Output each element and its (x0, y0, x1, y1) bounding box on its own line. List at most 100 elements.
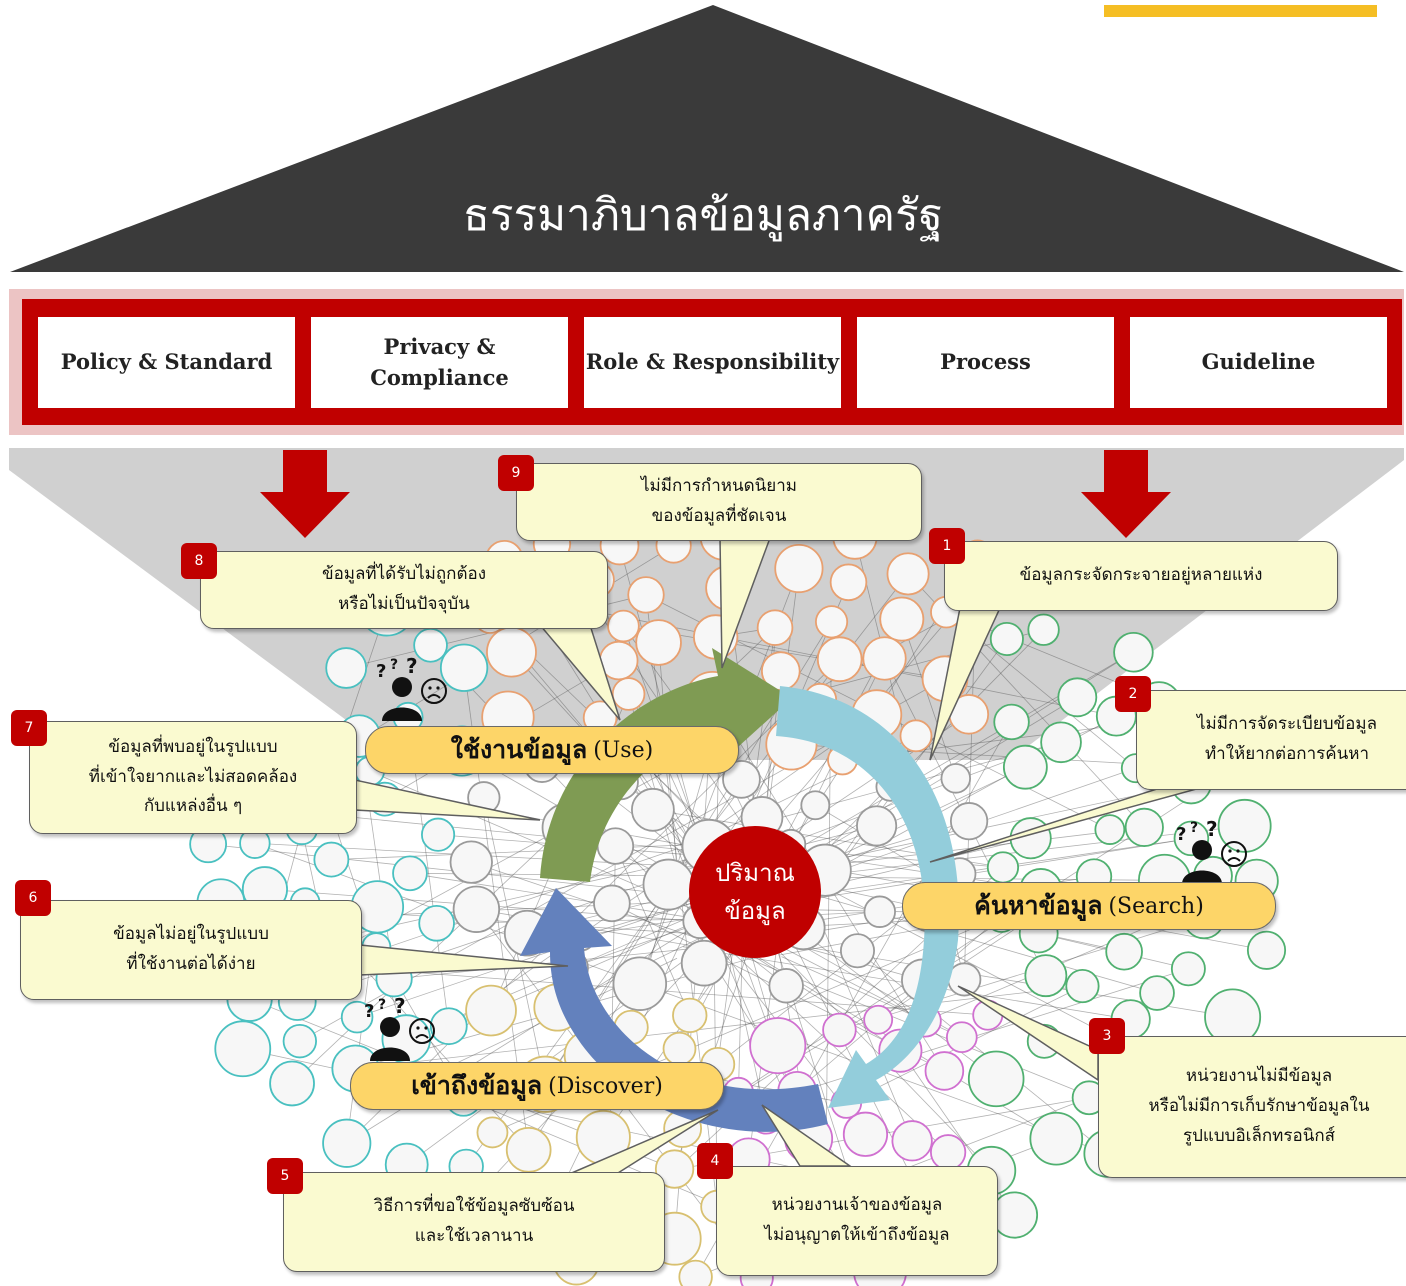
issue-text-line: และใช้เวลานาน (414, 1226, 534, 1246)
network-node (774, 543, 824, 594)
issue-callout-8: ข้อมูลที่ได้รับไม่ถูกต้อง หรือไม่เป็นปัจ… (200, 551, 608, 629)
issue-text-line: หรือไม่มีการเก็บรักษาข้อมูลใน (1148, 1096, 1370, 1117)
pillar-line: Process (940, 349, 1031, 375)
svg-text:?: ? (1206, 818, 1218, 841)
network-node (672, 997, 708, 1034)
page-title: ธรรมาภิบาลข้อมูลภาครัฐ (463, 190, 943, 241)
pillar-privacy-compliance: Privacy & Compliance (311, 317, 568, 408)
network-node (654, 1149, 695, 1189)
network-node (449, 840, 493, 884)
network-node (967, 1050, 1025, 1108)
confused-user-icon: ? ? ? (376, 655, 447, 721)
stage-search-label-en: (Search) (1108, 893, 1204, 919)
callout-tail-5 (559, 1109, 719, 1179)
network-node (839, 933, 875, 969)
network-node (863, 1004, 894, 1035)
issue-callout-9: ไม่มีการกำหนดนิยาม ของข้อมูลที่ชัดเจน (516, 463, 922, 541)
network-node (800, 790, 831, 821)
issue-callout-2: ไม่มีการจัดระเบียบข้อมูล ทำให้ยากต่อการค… (1136, 690, 1406, 790)
network-node (1094, 814, 1126, 845)
svg-text:?: ? (376, 661, 386, 682)
issue-callout-5: วิธีการที่ขอใช้ข้อมูลซับซ้อน และใช้เวลาน… (283, 1172, 665, 1272)
network-node (282, 1024, 317, 1059)
confused-user-icon: ? ? ? (1176, 818, 1247, 884)
issue-callout-7: ข้อมูลที่พบอยู่ในรูปแบบ ที่เข้าใจยากและไ… (29, 721, 357, 834)
svg-text:?: ? (1176, 824, 1186, 845)
issue-text-line: ไม่มีการกำหนดนิยาม (641, 476, 797, 497)
network-edge (839, 917, 1205, 1031)
network-node (879, 596, 925, 642)
issue-text-line: รูปแบบอิเล็กทรอนิกส์ (1182, 1125, 1336, 1146)
svg-text:?: ? (364, 1001, 374, 1022)
network-node (863, 895, 896, 928)
network-edge (580, 838, 1192, 937)
network-node (635, 619, 682, 666)
callout-tail-3 (957, 985, 1099, 1082)
network-node (452, 885, 501, 933)
network-node (1113, 631, 1154, 673)
center-line: ปริมาณ (715, 858, 795, 887)
stage-search-label: ค้นหาข้อมูล (974, 891, 1103, 920)
issue-text-line: หรือไม่เป็นปัจจุบัน (338, 594, 470, 614)
pillar-line: Role & Responsibility (585, 349, 840, 375)
network-node (989, 621, 1024, 657)
issue-text-line: หน่วยงานเจ้าของข้อมูล (771, 1195, 943, 1216)
issue-number-badge-7: 7 (11, 710, 47, 746)
network-node (1029, 1111, 1084, 1166)
network-node (439, 643, 489, 692)
network-node (1040, 721, 1082, 764)
network-edge (615, 845, 691, 1016)
pillar-role-responsibility: Role & Responsibility (584, 317, 841, 408)
issue-number-badge-2: 2 (1115, 676, 1151, 712)
pillar-line: Privacy & (383, 334, 496, 360)
pillar-policy-standard: Policy & Standard (38, 317, 295, 408)
issue-text-line: ไม่มีการจัดระเบียบข้อมูล (1196, 714, 1377, 735)
network-node (627, 576, 665, 614)
stage-discover-label: เข้าถึงข้อมูล (411, 1071, 543, 1100)
use-cycle-arrow (540, 648, 792, 882)
network-edge (796, 915, 1002, 1092)
callout-tail-6 (359, 944, 569, 976)
network-node (722, 760, 761, 799)
network-node (924, 1051, 965, 1091)
network-node (822, 1012, 857, 1048)
stage-discover: เข้าถึงข้อมูล (Discover) (350, 1062, 724, 1110)
network-node (476, 1116, 509, 1149)
stage-use-label: ใช้งานข้อมูล (450, 735, 588, 764)
accent-bar (1104, 5, 1377, 17)
issue-text-line: หน่วยงานไม่มีข้อมูล (1185, 1066, 1333, 1087)
network-node (945, 1021, 978, 1054)
issue-number-badge-3: 3 (1089, 1018, 1125, 1054)
issue-text-line: ข้อมูลที่พบอยู่ในรูปแบบ (108, 736, 278, 757)
search-cycle-arrow (776, 686, 959, 1108)
network-node (1024, 954, 1068, 998)
svg-text:?: ? (406, 655, 418, 678)
roof-triangle (10, 5, 1404, 272)
confused-user-icon: ? ? ? (364, 995, 435, 1061)
svg-text:?: ? (1190, 820, 1198, 836)
issue-text-line: ทำให้ยากต่อการค้นหา (1204, 744, 1369, 764)
network-node (678, 1259, 713, 1286)
network-node (214, 1020, 272, 1078)
issue-text-line: ข้อมูลไม่อยู่ในรูปแบบ (113, 924, 269, 945)
network-node (322, 1118, 372, 1168)
network-node (814, 605, 849, 639)
network-node (856, 805, 898, 847)
network-node (1105, 932, 1143, 971)
network-node (505, 1127, 552, 1173)
issue-text-line: กับแหล่งอื่น ๆ (143, 796, 243, 817)
issue-text-line: ข้อมูลกระจัดกระจายอยู่หลายแห่ง (1019, 565, 1263, 586)
issue-number-badge-1: 1 (929, 528, 965, 564)
stage-search: ค้นหาข้อมูล (Search) (902, 882, 1276, 930)
network-node (421, 817, 456, 852)
network-node (749, 1017, 807, 1075)
issue-text-line: ที่เข้าใจยากและไม่สอดคล้อง (88, 766, 298, 787)
network-node (1027, 613, 1060, 646)
network-node (862, 636, 907, 681)
issue-text-line: วิธีการที่ขอใช้ข้อมูลซับซ้อน (373, 1196, 575, 1217)
callout-tail-8 (538, 624, 621, 721)
network-node (1139, 975, 1175, 1011)
issue-number-badge-4: 4 (697, 1143, 733, 1179)
network-edge (751, 922, 992, 1171)
svg-text:?: ? (394, 995, 406, 1018)
